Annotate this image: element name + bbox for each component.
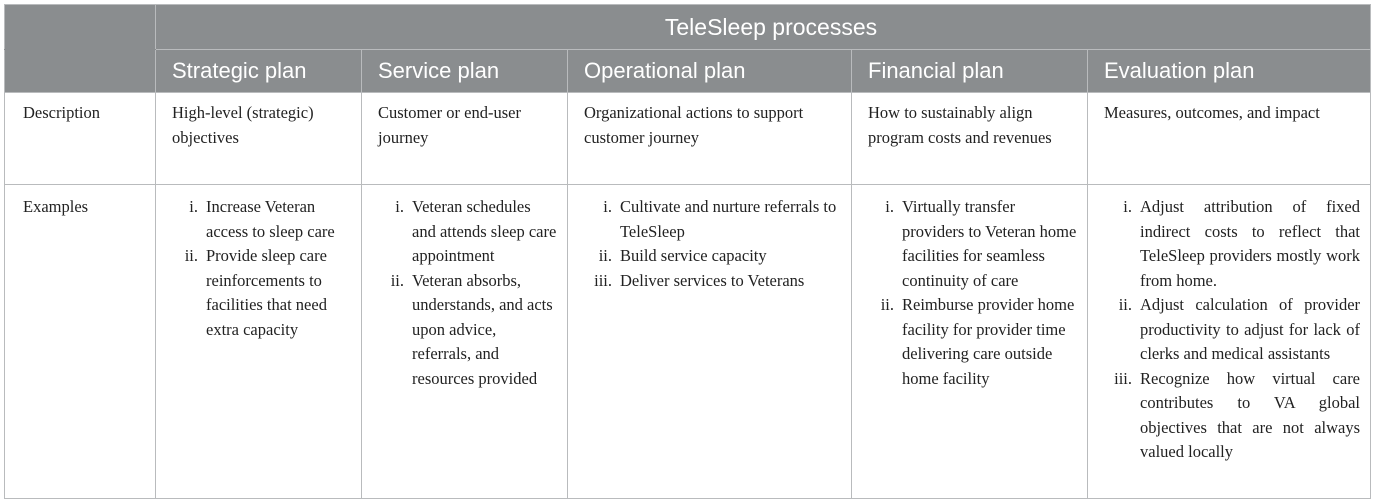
list-item: ii. Adjust calculation of provider produc… (1104, 293, 1360, 367)
item-number: i. (885, 197, 894, 216)
telesleep-processes-table: TeleSleep processes Strategic plan Servi… (4, 4, 1372, 499)
item-number: ii. (390, 270, 404, 290)
column-header-operational-plan: Operational plan (567, 49, 852, 93)
table-row-examples: Examples i. Increase Veteran access to sl… (4, 184, 1372, 499)
examples-cell-strategic: i.Increase Veteran access to sleep care … (155, 184, 362, 499)
examples-list: i. Virtually transfer providers to Vetera… (868, 195, 1077, 391)
list-item: i. Veteran schedules and attends sleep ca… (378, 195, 557, 269)
list-item: i. Increase Veteran access to sleep care (172, 195, 351, 244)
examples-list: i. Adjust attribution of fixed indirect c… (1104, 195, 1360, 465)
item-text: Virtually transfer providers to Veteran … (902, 197, 1077, 290)
list-item: ii. Build service capacity (584, 244, 841, 269)
item-text: Cultivate and nurture referrals to TeleS… (620, 197, 837, 241)
item-number: iii. (594, 270, 612, 290)
description-cell-evaluation: Measures, outcomes, and impact (1086, 92, 1372, 185)
table-row-description: Description High-level (strategic) objec… (4, 92, 1372, 185)
row-label-description: Description (4, 92, 156, 185)
list-item: iii. Recognize how virtual care contribut… (1104, 367, 1360, 465)
row-label-examples: Examples (4, 184, 156, 499)
item-text: Provide sleep care reinforcements to fac… (206, 246, 327, 339)
item-number: iii. (1114, 368, 1132, 388)
corner-header-cell (4, 4, 156, 50)
corner-header-cell (4, 49, 156, 93)
item-number: i. (603, 197, 612, 216)
column-header-strategic-plan: Strategic plan (155, 49, 362, 93)
list-item: ii. Provide sleep care reinforcements to … (172, 244, 351, 342)
list-item: i. Cultivate and nurture referrals to Tel… (584, 195, 841, 244)
column-header-financial-plan: Financial plan (851, 49, 1088, 93)
item-number: i. (1123, 197, 1132, 216)
item-text: Build service capacity (620, 246, 767, 265)
examples-cell-service: i. Veteran schedules and attends sleep ca… (361, 184, 568, 499)
group-header: TeleSleep processes (154, 4, 1372, 50)
description-cell-service: Customer or end-user journey (361, 92, 568, 185)
examples-list: i. Cultivate and nurture referrals to Tel… (584, 195, 841, 293)
list-item: ii. Reimburse provider home facility for … (868, 293, 1077, 391)
item-text: Adjust attribution of fixed indirect cos… (1140, 197, 1361, 290)
item-text: Veteran absorbs, understands, and acts u… (412, 270, 553, 388)
item-text: Deliver services to Veterans (620, 270, 805, 290)
description-cell-operational: Organizational actions to support custom… (567, 92, 852, 185)
list-item: ii. Veteran absorbs, understands, and act… (378, 269, 557, 392)
item-text: Veteran schedules and attends sleep care… (412, 197, 557, 265)
item-text: Recognize how virtual care contributes t… (1140, 368, 1361, 462)
description-cell-strategic: High-level (strategic) objectives (155, 92, 362, 185)
item-text: Increase Veteran access to sleep care (206, 197, 335, 241)
item-text: Reimburse provider home facility for pro… (902, 295, 1075, 388)
item-number: ii. (1118, 295, 1132, 314)
examples-cell-operational: i. Cultivate and nurture referrals to Tel… (567, 184, 852, 499)
item-number: i. (189, 197, 198, 216)
examples-cell-financial: i. Virtually transfer providers to Vetera… (851, 184, 1088, 499)
examples-list: i. Veteran schedules and attends sleep ca… (378, 195, 557, 391)
column-header-service-plan: Service plan (361, 49, 568, 93)
list-item: i. Virtually transfer providers to Vetera… (868, 195, 1077, 293)
item-number: ii. (880, 295, 894, 314)
examples-list: i.Increase Veteran access to sleep care … (172, 195, 351, 342)
item-text: Adjust calculation of provider productiv… (1140, 295, 1361, 363)
item-number: i. (395, 197, 404, 216)
list-item: iii. Deliver services to Veterans (584, 269, 841, 294)
item-number: ii. (184, 246, 198, 265)
list-item: i. Adjust attribution of fixed indirect c… (1104, 195, 1360, 293)
column-header-evaluation-plan: Evaluation plan (1086, 49, 1372, 93)
description-cell-financial: How to sustainably align program costs a… (851, 92, 1088, 185)
item-number: ii. (598, 246, 612, 265)
examples-cell-evaluation: i. Adjust attribution of fixed indirect c… (1086, 184, 1372, 499)
